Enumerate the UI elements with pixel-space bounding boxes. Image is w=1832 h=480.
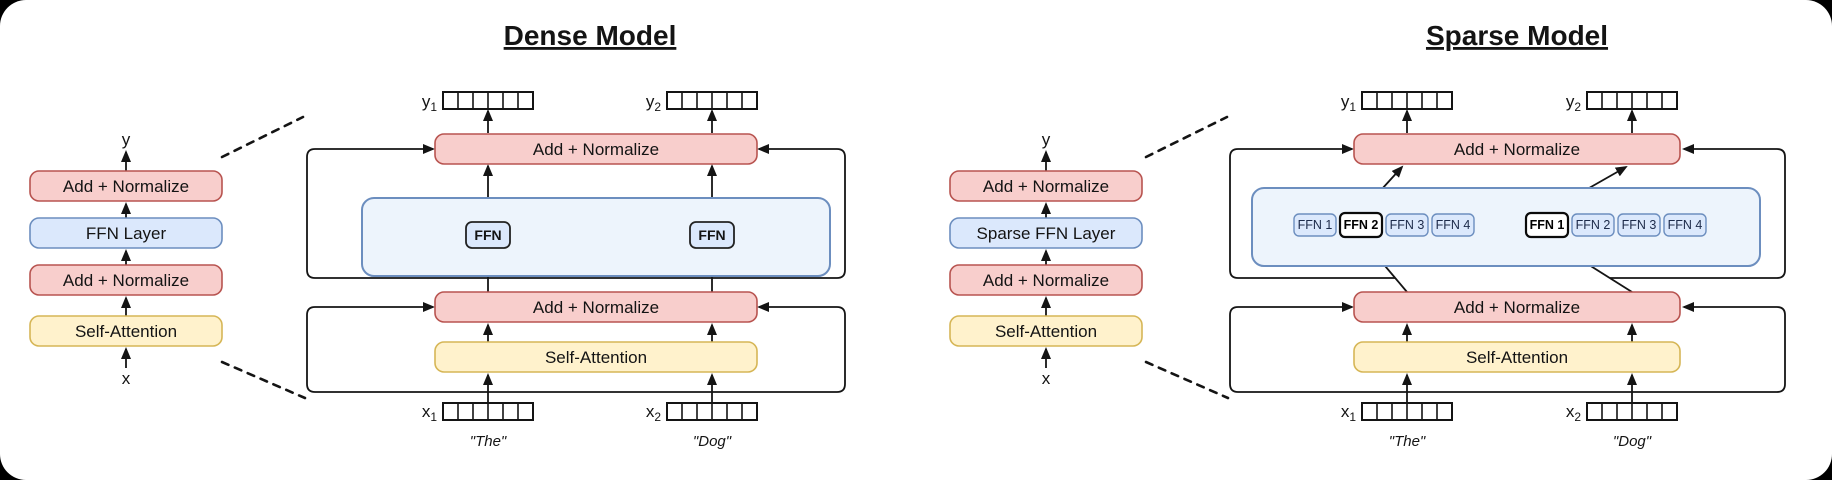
sparse-mini-stack: y Add + Normalize Sparse FFN Layer Add +… xyxy=(949,130,1143,388)
dense-mini-add-normalize-bottom-box xyxy=(29,264,223,296)
sparse-y2-label: y2 xyxy=(1566,92,1582,114)
dense-mini-stack: y Add + Normalize FFN Layer Add + Normal… xyxy=(29,130,223,388)
svg-text:FFN 4: FFN 4 xyxy=(1436,218,1471,232)
sparse-add-normalize-bottom-label: Add + Normalize xyxy=(1454,298,1580,317)
dense-ffn-box-2 xyxy=(689,221,735,249)
dense-mini-ffn-layer-label: FFN Layer xyxy=(86,224,167,243)
sparse-residual-attn-left xyxy=(1229,302,1407,393)
sparse-expert-container xyxy=(1251,187,1761,267)
dense-zoom-dashed-top xyxy=(220,115,305,159)
dense-residual-attn-left xyxy=(306,302,488,393)
dense-residual-ffn-left xyxy=(306,144,488,279)
dense-mini-ffn-layer-box xyxy=(29,217,223,249)
sparse-expert-g2-ffn1: FFN 1 xyxy=(1524,211,1570,239)
dense-token-vector-y2 xyxy=(666,91,758,110)
sparse-token-vector-y1 xyxy=(1361,91,1453,110)
sparse-x2-label: x2 xyxy=(1566,402,1582,424)
svg-text:FFN 1: FFN 1 xyxy=(1530,218,1565,232)
sparse-x1-label: x1 xyxy=(1341,402,1357,424)
dense-x2-label: x2 xyxy=(646,402,662,424)
svg-text:FFN 1: FFN 1 xyxy=(1298,218,1333,232)
sparse-expert-g1-ffn4: FFN 4 xyxy=(1431,213,1475,237)
sparse-token-vector-x1 xyxy=(1361,402,1453,421)
dense-ffn-container xyxy=(361,197,831,277)
sparse-x1-word: "The" xyxy=(1389,433,1426,450)
sparse-mini-sparse-ffn-layer-label: Sparse FFN Layer xyxy=(977,224,1116,243)
svg-text:FFN 2: FFN 2 xyxy=(1576,218,1611,232)
sparse-expert-g2-ffn2: FFN 2 xyxy=(1571,213,1615,237)
sparse-token-vector-x2 xyxy=(1586,402,1678,421)
sparse-zoom-dashed-top xyxy=(1144,115,1229,159)
dense-self-attention-label: Self-Attention xyxy=(545,348,647,367)
sparse-expert-g2-ffn4: FFN 4 xyxy=(1663,213,1707,237)
svg-text:FFN 3: FFN 3 xyxy=(1622,218,1657,232)
dense-add-normalize-top-label: Add + Normalize xyxy=(533,140,659,159)
dense-add-normalize-bottom-label: Add + Normalize xyxy=(533,298,659,317)
sparse-x2-word: "Dog" xyxy=(1613,433,1652,450)
sparse-title: Sparse Model xyxy=(1426,20,1608,51)
sparse-zoom-dashed-bottom xyxy=(1144,360,1230,400)
sparse-expert-g2-ffn3: FFN 3 xyxy=(1617,213,1661,237)
sparse-self-attention-label: Self-Attention xyxy=(1466,348,1568,367)
dense-mini-self-attention-box xyxy=(29,315,223,347)
dense-x2-word: "Dog" xyxy=(693,433,732,450)
dense-y1-label: y1 xyxy=(422,92,438,114)
dense-ffn-box-1 xyxy=(465,221,511,249)
svg-text:FFN 4: FFN 4 xyxy=(1668,218,1703,232)
dense-residual-attn-right xyxy=(712,302,846,393)
dense-x1-label: x1 xyxy=(422,402,438,424)
sparse-y1-label: y1 xyxy=(1341,92,1357,114)
dense-self-attention-bar xyxy=(434,341,758,373)
dense-token-vector-y1 xyxy=(442,91,534,110)
sparse-mini-output-label: y xyxy=(1042,130,1051,149)
dense-y2-label: y2 xyxy=(646,92,662,114)
sparse-expert-g1-ffn3: FFN 3 xyxy=(1385,213,1429,237)
sparse-add-normalize-top-label: Add + Normalize xyxy=(1454,140,1580,159)
dense-ffn-box-2-label: FFN xyxy=(698,227,725,243)
sparse-panel: Sparse Model y Add + Normalize Sparse FF… xyxy=(949,20,1786,450)
dense-ffn-box-1-label: FFN xyxy=(474,227,501,243)
dense-mini-self-attention-label: Self-Attention xyxy=(75,322,177,341)
sparse-residual-ffn-left xyxy=(1229,144,1395,279)
sparse-main-diagram: FFN 1 FFN 2 FFN 3 FFN 4 FFN 1 FFN 2 xyxy=(1229,91,1786,450)
dense-mini-add-normalize-top-label: Add + Normalize xyxy=(63,177,189,196)
dense-token-vector-x1 xyxy=(442,402,534,421)
sparse-mini-add-normalize-top-label: Add + Normalize xyxy=(983,177,1109,196)
svg-text:FFN 3: FFN 3 xyxy=(1390,218,1425,232)
sparse-mini-add-normalize-bottom-label: Add + Normalize xyxy=(983,271,1109,290)
sparse-token-vector-y2 xyxy=(1586,91,1678,110)
dense-token-vector-x2 xyxy=(666,402,758,421)
dense-add-normalize-bottom-bar xyxy=(434,291,758,323)
dense-x1-word: "The" xyxy=(470,433,507,450)
dense-zoom-dashed-bottom xyxy=(220,360,307,400)
sparse-mini-input-label: x xyxy=(1042,369,1051,388)
dense-residual-ffn-right xyxy=(712,144,846,279)
sparse-add-normalize-top-bar xyxy=(1353,133,1681,165)
sparse-residual-ffn-right xyxy=(1610,144,1786,279)
sparse-residual-attn-right xyxy=(1632,302,1786,393)
svg-text:FFN 2: FFN 2 xyxy=(1344,218,1379,232)
dense-add-normalize-top-bar xyxy=(434,133,758,165)
dense-mini-add-normalize-top-box xyxy=(29,170,223,202)
dense-panel: Dense Model y Add + Normalize FFN Layer … xyxy=(29,20,846,450)
sparse-expert-g1-ffn1: FFN 1 xyxy=(1293,213,1337,237)
dense-mini-input-label: x xyxy=(122,369,131,388)
dense-title: Dense Model xyxy=(504,20,677,51)
dense-mini-output-label: y xyxy=(122,130,131,149)
sparse-mini-add-normalize-bottom-box xyxy=(949,264,1143,296)
sparse-mini-self-attention-box xyxy=(949,315,1143,347)
sparse-mini-sparse-ffn-layer-box xyxy=(949,217,1143,249)
sparse-add-normalize-bottom-bar xyxy=(1353,291,1681,323)
dense-mini-add-normalize-bottom-label: Add + Normalize xyxy=(63,271,189,290)
sparse-expert-g1-ffn2: FFN 2 xyxy=(1338,211,1384,239)
sparse-mini-self-attention-label: Self-Attention xyxy=(995,322,1097,341)
dense-main-diagram: FFN FFN Add + Normalize Add + Normalize … xyxy=(306,91,846,450)
sparse-self-attention-bar xyxy=(1353,341,1681,373)
sparse-mini-add-normalize-top-box xyxy=(949,170,1143,202)
